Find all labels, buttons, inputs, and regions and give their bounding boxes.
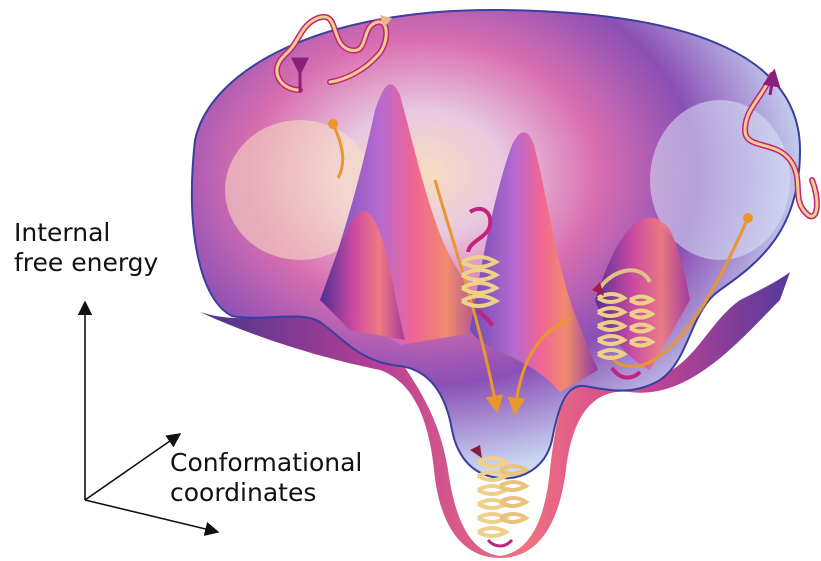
x-axis-label-line2: coordinates	[170, 478, 362, 508]
y-axis-label: Internal free energy	[14, 218, 158, 278]
x-axis-label: Conformational coordinates	[170, 448, 362, 508]
y-axis-label-line1: Internal	[14, 218, 158, 248]
x-axis-label-line1: Conformational	[170, 448, 362, 478]
pathway-start-dot	[328, 119, 338, 129]
axis-diagonal-up	[85, 434, 180, 500]
y-axis-label-line2: free energy	[14, 248, 158, 278]
pathway-start-dot-right	[743, 213, 753, 223]
